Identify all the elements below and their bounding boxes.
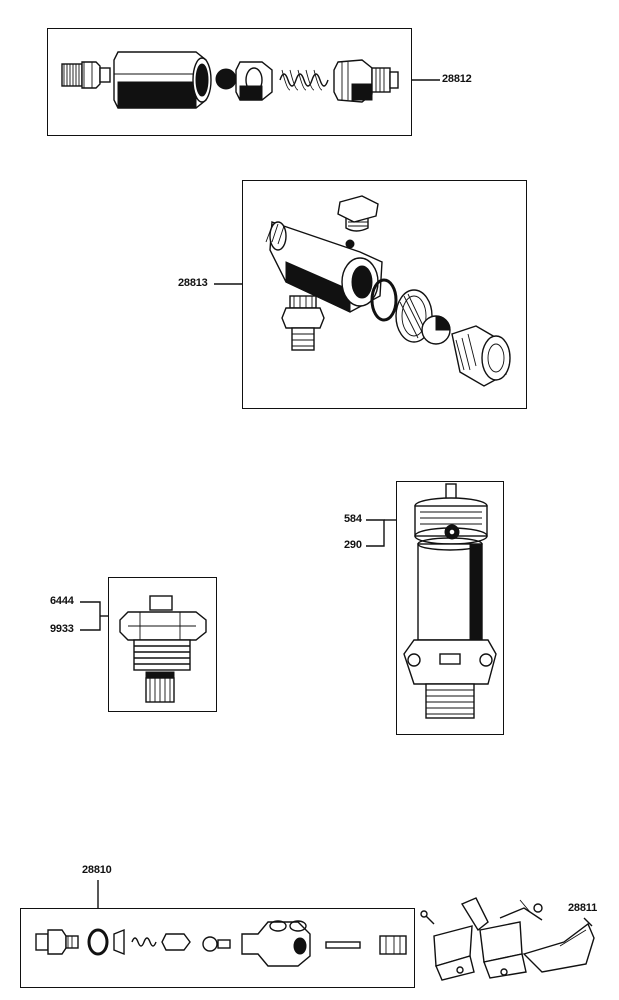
callout-28813: 28813 [178,277,208,289]
callout-28810: 28810 [82,864,112,876]
fitting-28813-parts [214,195,511,387]
callout-6444: 6444 [50,595,74,607]
fitting-28810-parts [35,880,407,967]
callout-290: 290 [344,539,362,551]
callout-9933: 9933 [50,623,74,635]
callout-28811: 28811 [568,902,597,914]
callout-584: 584 [344,513,362,525]
callout-28812: 28812 [442,73,472,85]
valve-6444-parts [80,595,207,703]
fitting-28812-parts [61,51,440,109]
bracket-28811-parts [420,897,595,981]
valve-584-parts [366,483,497,719]
